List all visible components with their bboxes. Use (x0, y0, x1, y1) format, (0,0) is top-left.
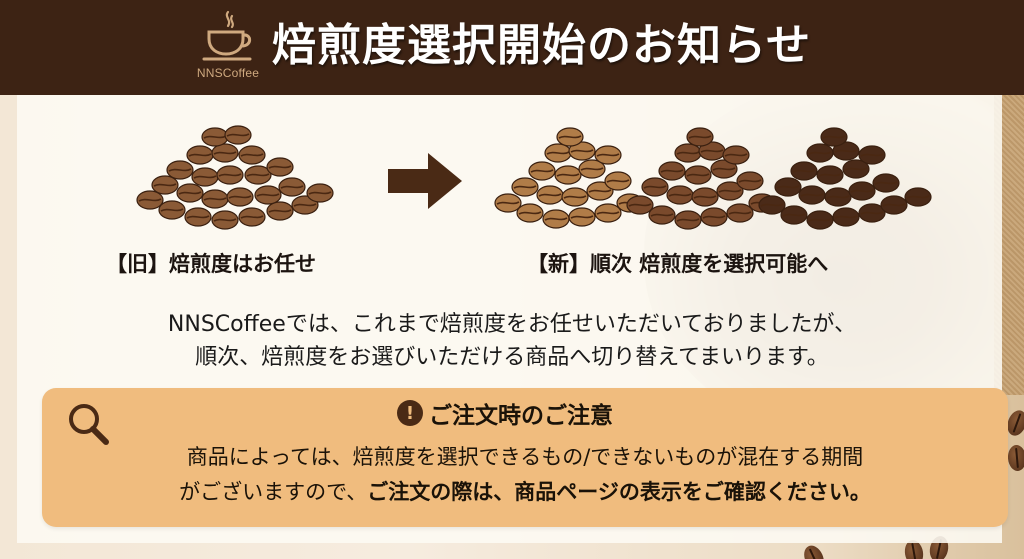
intro-line-1: NNSCoffeeでは、これまで焙煎度をお任せいただいておりましたが、 (167, 312, 857, 337)
notice-line-2: がございますので、ご注文の際は、商品ページの表示をご確認ください。 (42, 475, 1008, 510)
page-title: 焙煎度選択開始のお知らせ (272, 20, 812, 71)
notice-line-2-plain: がございますので、 (179, 480, 368, 504)
coffee-beans-old-icon (136, 125, 334, 230)
brand-logo: NNSCoffee (193, 8, 263, 88)
search-icon (69, 404, 109, 445)
notice-title: ご注文時のご注意 (429, 403, 613, 429)
old-policy-label: 【旧】焙煎度はお任せ (106, 252, 316, 276)
coffee-beans-new-icon (494, 127, 932, 230)
intro-text: NNSCoffeeでは、これまで焙煎度をお任せいただいておりましたが、 順次、焙… (0, 308, 1024, 374)
notice-line-2-emphasis: ご注文の際は、商品ページの表示をご確認ください。 (367, 480, 871, 504)
bean-decoration (1006, 444, 1024, 472)
header-bar: NNSCoffee 焙煎度選択開始のお知らせ (0, 0, 1024, 95)
exclamation-circle-icon: ! (397, 400, 423, 426)
coffee-cup-icon (202, 10, 252, 61)
notice-heading: ! ご注文時のご注意 (42, 396, 1008, 430)
notice-line-1: 商品によっては、焙煎度を選択できるもの/できないものが混在する期間 (186, 445, 864, 469)
intro-line-2: 順次、焙煎度をお選びいただける商品へ切り替えてまいります。 (195, 345, 829, 370)
notice-body: 商品によっては、焙煎度を選択できるもの/できないものが混在する期間 がございます… (42, 440, 1008, 510)
order-notice-box: ! ご注文時のご注意 商品によっては、焙煎度を選択できるもの/できないものが混在… (42, 388, 1008, 527)
brand-name: NNSCoffee (196, 66, 260, 80)
new-policy-label: 【新】順次 焙煎度を選択可能へ (527, 252, 829, 276)
arrow-right-icon (388, 153, 462, 209)
bean-decoration (800, 542, 828, 559)
